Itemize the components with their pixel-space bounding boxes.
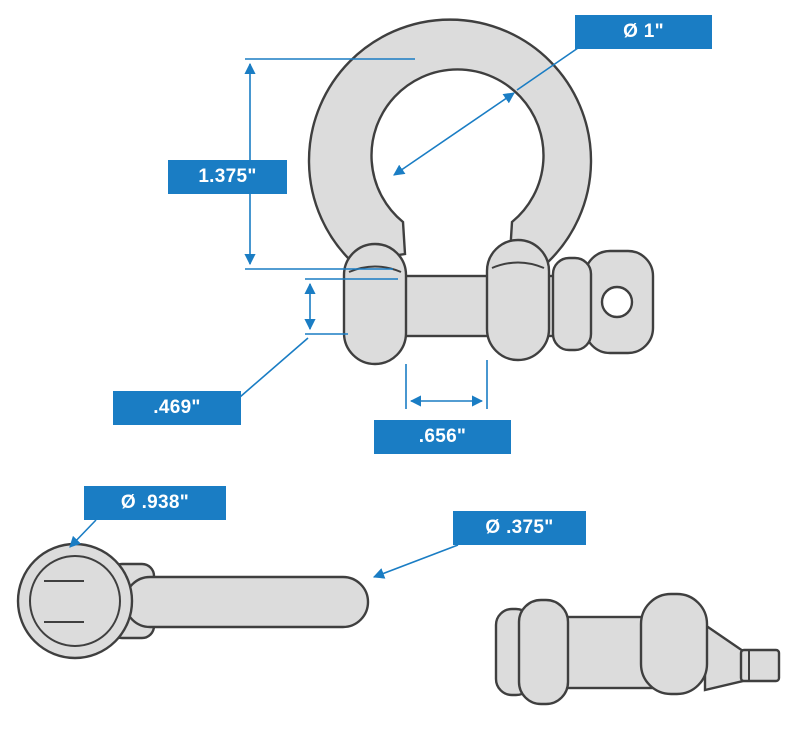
label-pin-head-diameter: Ø .938" <box>84 486 226 520</box>
pin-head-hole <box>600 285 634 319</box>
pin-side-head-circle <box>16 542 134 660</box>
pin-three-quarter-view <box>494 592 781 706</box>
pin-side-view <box>16 542 370 660</box>
pin-3q-taper <box>703 622 745 692</box>
shackle-right-eye <box>485 238 551 362</box>
shackle-left-eye <box>342 242 408 366</box>
label-pin-shaft-diameter: Ø .375" <box>453 511 586 545</box>
dim-bow-diameter-line <box>393 92 515 176</box>
left-eye-top-edge <box>348 265 402 273</box>
dim-bow-diameter-leader <box>516 47 579 91</box>
pin-3q-collar-a <box>517 598 570 706</box>
dimension-lines <box>69 47 579 579</box>
shackle-front-view <box>307 18 655 366</box>
pin-3q-threaded-tip <box>739 648 781 683</box>
pin-3q-collar-b <box>639 592 709 696</box>
shackle-pin-shaft-front <box>398 274 492 338</box>
label-pin-offset: .469" <box>113 391 241 425</box>
dim-offset-leader <box>239 337 309 398</box>
dim-pin-diameter-leader <box>372 544 459 579</box>
right-eye-top-edge <box>491 261 545 269</box>
pin-3q-body <box>558 615 657 690</box>
pin-side-shaft <box>123 575 370 629</box>
label-bow-diameter: Ø 1" <box>575 15 712 49</box>
label-inside-length: 1.375" <box>168 160 287 194</box>
pin-side-head-inner-circle <box>29 555 121 647</box>
shackle-pin-collar-front <box>551 256 593 352</box>
dim-head-diameter-leader <box>69 519 97 548</box>
shackle-bow-body <box>307 18 593 264</box>
label-inside-width: .656" <box>374 420 511 454</box>
